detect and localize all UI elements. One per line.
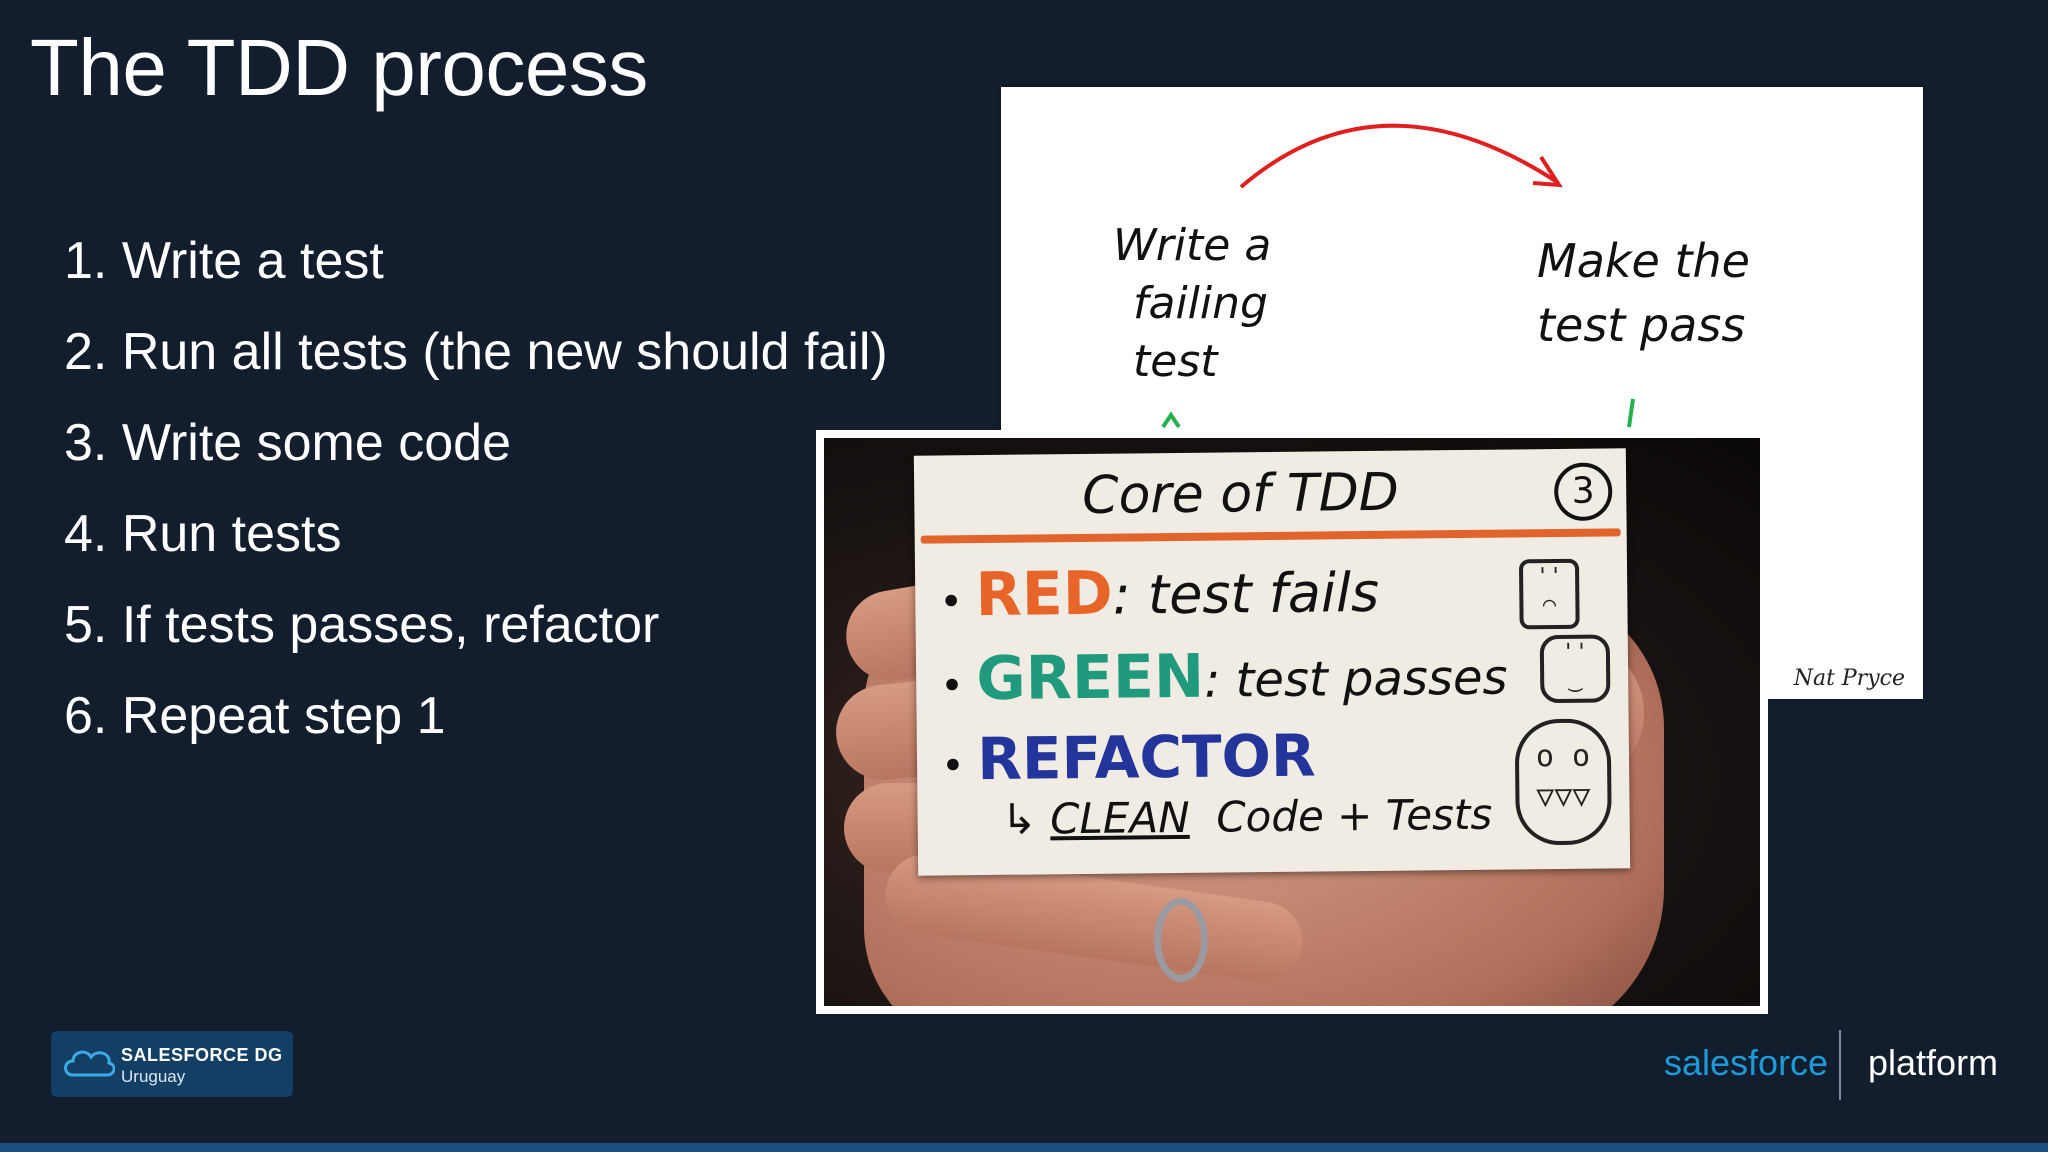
bullet: • [939, 663, 977, 710]
image-credit: Nat Pryce [1793, 666, 1905, 691]
step-item: 6. Repeat step 1 [64, 687, 446, 745]
clean-text: Code + Tests [1216, 789, 1493, 842]
salesforce-wordmark: salesforce [1664, 1042, 1829, 1083]
salesforce-dg-logo: SALESFORCE DG Uruguay [51, 1031, 293, 1097]
note-write-failing-test: Write a failing test [1113, 217, 1271, 391]
green-word: GREEN [976, 641, 1205, 715]
step-item: 2. Run all tests (the new should fail) [64, 323, 888, 381]
grin-face-icon: o o▽▽▽ [1514, 718, 1612, 846]
card-row-red: • RED: test fails [939, 551, 1380, 643]
card-row-green: • GREEN: test passes [940, 634, 1508, 727]
cloud-icon [64, 1050, 115, 1077]
index-card: Core of TDD 3 • RED: test fails ''⌒ • GR… [913, 448, 1631, 876]
sad-face-icon: ''⌒ [1518, 558, 1580, 630]
bullet: • [939, 579, 976, 626]
dg-logo-title: SALESFORCE DG [121, 1045, 283, 1065]
smile-face-icon: ''‿ [1539, 634, 1611, 704]
note-line: test [1133, 336, 1218, 387]
card-heading: Core of TDD [1081, 462, 1400, 526]
ring [1154, 898, 1208, 982]
step-item: 3. Write some code [64, 414, 512, 472]
red-word: RED [975, 558, 1113, 631]
tdd-card-photo: Core of TDD 3 • RED: test fails ''⌒ • GR… [816, 430, 1768, 1014]
refactor-word: REFACTOR [976, 721, 1316, 794]
note-line: Make the [1537, 234, 1750, 288]
note-make-test-pass: Make the test pass [1537, 229, 1750, 357]
red-text: : test fails [1112, 560, 1380, 627]
platform-wordmark: platform [1868, 1042, 1999, 1083]
dg-logo-subtitle: Uruguay [121, 1067, 186, 1086]
clean-word: CLEAN [1049, 792, 1190, 844]
step-item: 5. If tests passes, refactor [64, 596, 660, 654]
arrow-glyph: ↳ [1001, 794, 1051, 844]
bottom-accent-bar [0, 1143, 2048, 1152]
note-line: failing [1133, 278, 1268, 329]
slide-title: The TDD process [30, 23, 648, 112]
bullet: • [940, 743, 978, 790]
note-line: test pass [1537, 298, 1746, 352]
card-row-clean: ↳ CLEAN Code + Tests [1001, 790, 1492, 844]
step-item: 1. Write a test [64, 232, 384, 290]
card-divider [920, 528, 1621, 544]
logo-divider [1839, 1030, 1841, 1100]
steps-list: 1. Write a test 2. Run all tests (the ne… [64, 216, 888, 762]
step-item: 4. Run tests [64, 505, 342, 563]
card-number: 3 [1553, 462, 1613, 522]
note-line: Write a [1113, 220, 1272, 271]
cycle-arrow-icon [1161, 123, 1635, 429]
green-text: : test passes [1203, 649, 1508, 709]
